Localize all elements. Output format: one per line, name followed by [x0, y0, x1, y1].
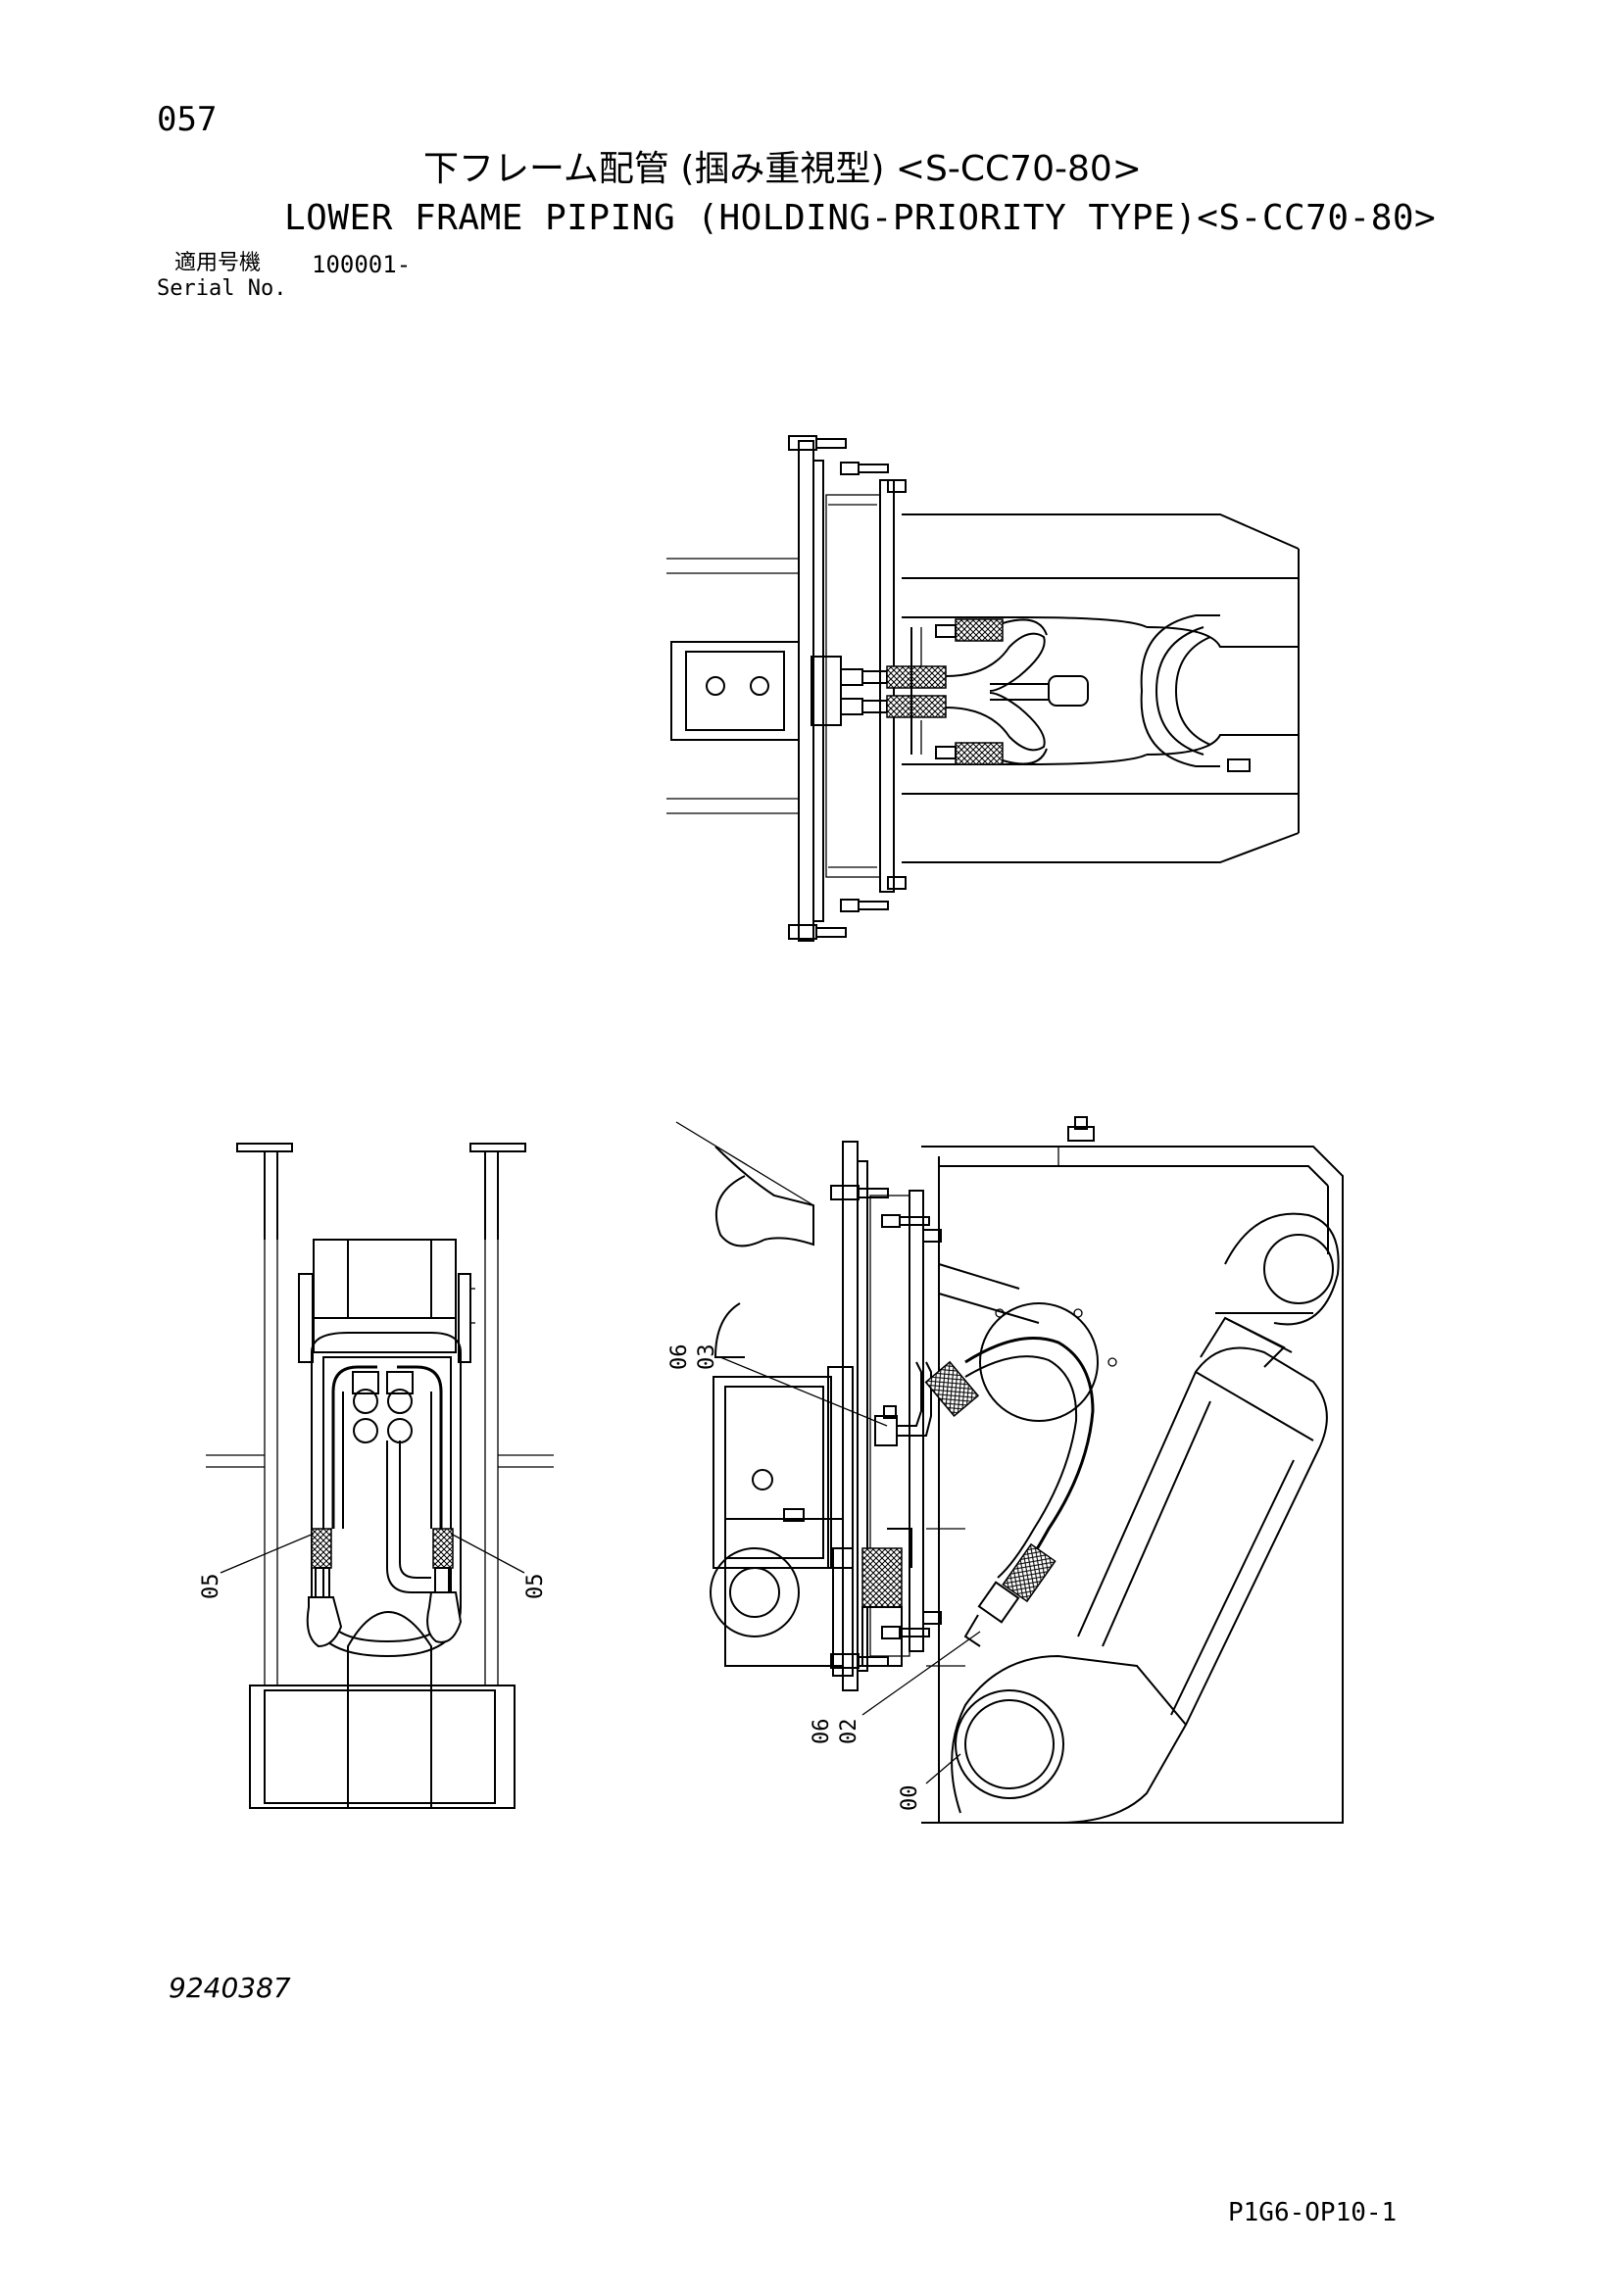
side-view-cylinder: [951, 1316, 1328, 1824]
callout-side-bottom-a: 06: [810, 1719, 834, 1745]
callout-left-hose-a: 05: [199, 1574, 223, 1600]
serial-label-english: Serial No.: [157, 276, 287, 301]
top-view-frame-rails: [666, 513, 1300, 863]
serial-number-value: 100001-: [312, 251, 412, 278]
page-title-japanese: 下フレーム配管 (掴み重視型) <S-CC70-80>: [423, 149, 1142, 189]
callout-side-bottom-b: 02: [837, 1719, 861, 1745]
serial-label-japanese: 適用号機: [174, 251, 262, 275]
top-view-bolts-bottom: [788, 876, 907, 940]
front-view-drawing: 05 05: [199, 1143, 554, 1809]
front-view-hoses: [306, 1365, 463, 1648]
top-view-hose-fittings: [840, 618, 1089, 765]
drawing-number: 9240387: [169, 1972, 291, 2004]
callout-side-frame: 00: [898, 1785, 922, 1812]
side-view-drawing: 06 03 06 02 00: [667, 1116, 1344, 1824]
callout-side-top-b: 03: [695, 1344, 719, 1371]
side-view-frame: [921, 1116, 1344, 1824]
top-view-mount-block: [670, 641, 842, 741]
callout-left-hose-b: 05: [523, 1574, 548, 1600]
front-view-base: [249, 1611, 516, 1809]
side-view-hose: [874, 1337, 1095, 1647]
page-number: 057: [157, 100, 218, 139]
top-view-bolts-top: [788, 435, 907, 493]
sheet-code: P1G6-OP10-1: [1228, 2198, 1398, 2227]
side-view-leaders: [719, 1356, 981, 1784]
side-view-upper-lug: [675, 1121, 1340, 1422]
page-title-english: LOWER FRAME PIPING (HOLDING-PRIORITY TYP…: [284, 198, 1437, 238]
top-view-drawing: [666, 435, 1300, 942]
callout-side-top-a: 06: [667, 1344, 692, 1371]
top-view-cylinder: [902, 614, 1299, 772]
front-view-posts: [206, 1143, 554, 1685]
top-view-mounting-plate: [798, 440, 895, 942]
front-view-leaders: [220, 1533, 525, 1574]
side-view-pump-unit: [710, 1366, 965, 1677]
